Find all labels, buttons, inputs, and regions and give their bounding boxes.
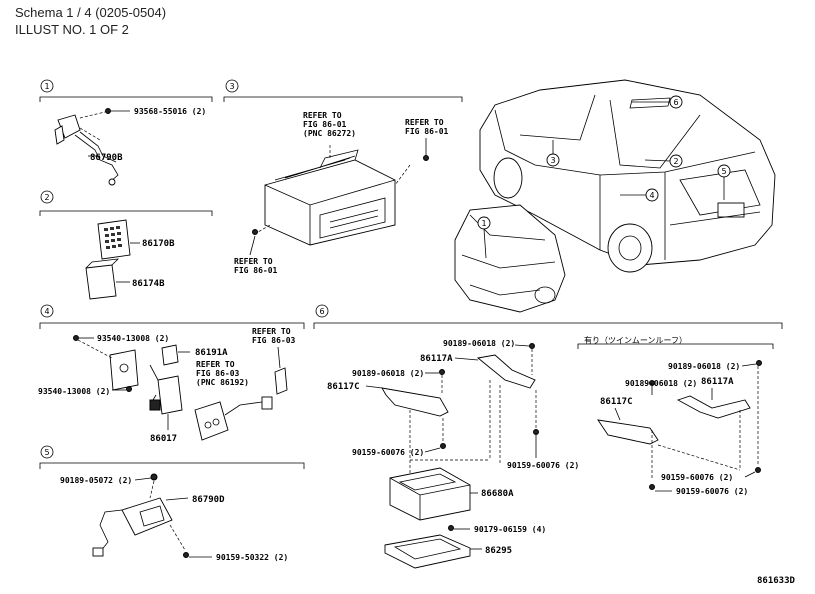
part-86790d-body <box>121 497 173 536</box>
part-label-86170b: 86170B <box>142 239 175 249</box>
svg-text:4: 4 <box>650 191 655 200</box>
part-label-90179-06159: 90179-06159 (4) <box>474 525 546 534</box>
section-2-number: 2 <box>45 193 50 202</box>
vehicle-illustration: 6 3 2 5 4 1 <box>454 79 776 313</box>
part-label-86174b: 86174B <box>132 279 165 289</box>
part-label-90189-05072: 90189-05072 (2) <box>60 476 132 485</box>
part-label-86680a: 86680A <box>481 489 514 499</box>
variant-label-90159-60076-a: 90159-60076 (2) <box>661 473 733 482</box>
variant-label-90189-06018-a: 90189-06018 (2) <box>668 362 740 371</box>
part-label-86117c: 86117C <box>327 382 360 392</box>
svg-text:1: 1 <box>482 219 487 228</box>
refer-right-line-2: FIG 86-01 <box>405 127 449 136</box>
variant-label-86117c: 86117C <box>600 397 633 407</box>
section-1-marker <box>40 79 54 93</box>
part-label-86117a: 86117A <box>420 354 453 364</box>
refer-top-line-3: (PNC 86272) <box>303 129 356 138</box>
section-6-number: 6 <box>320 307 325 316</box>
part-86295-frame <box>384 534 471 569</box>
svg-text:2: 2 <box>674 157 679 166</box>
section-5: 5 90189-05072 (2) 86790D 90159-50322 (2) <box>39 445 305 562</box>
part-86680a-body <box>389 467 471 521</box>
variant-label-86117a: 86117A <box>701 377 734 387</box>
refer-mid-line-2: FIG 86-03 <box>196 369 240 378</box>
refer-mid-line-1: REFER TO <box>196 360 235 369</box>
refer-top-line-1: REFER TO <box>303 111 342 120</box>
part-label-90159-60076-a: 90159-60076 (2) <box>352 448 424 457</box>
svg-text:6: 6 <box>674 98 679 107</box>
refer-bottom-line-2: FIG 86-01 <box>234 266 278 275</box>
part-label-90189-06018-a: 90189-06018 (2) <box>443 339 515 348</box>
section-3-number: 3 <box>230 82 235 91</box>
section-1: 1 93568-55016 (2) 86790B <box>39 79 213 186</box>
part-label-90189-06018-b: 90189-06018 (2) <box>352 369 424 378</box>
part-label-86790b: 86790B <box>90 153 123 163</box>
section-4: 4 86191A 93540-13008 (2) 93540-13008 (2)… <box>38 304 305 444</box>
variant-note: 有り（ツインムーンルーフ） <box>584 335 687 345</box>
variant-label-90159-60076-b: 90159-60076 (2) <box>676 487 748 496</box>
illustration-code: 861633D <box>757 576 796 586</box>
section-1-number: 1 <box>45 82 50 91</box>
bracket-shape <box>109 349 139 391</box>
part-label-93540-13008-a: 93540-13008 (2) <box>97 334 169 343</box>
refer-right-line-1: REFER TO <box>405 118 444 127</box>
wheel-icon <box>493 157 523 199</box>
illustration-number: ILLUST NO. 1 OF 2 <box>15 22 129 37</box>
part-label-90159-60076-b: 90159-60076 (2) <box>507 461 579 470</box>
part-label-86191a: 86191A <box>195 348 228 358</box>
page-title: Schema 1 / 4 (0205-0504) <box>15 5 167 20</box>
svg-text:3: 3 <box>551 156 556 165</box>
refer-bottom-line-1: REFER TO <box>234 257 273 266</box>
screw-icon <box>252 229 258 235</box>
remote-holder-shape <box>85 264 117 300</box>
section-3: 3 REFER TO FIG 86-01 (PNC 86272) REFER T… <box>223 79 463 275</box>
part-label-90159-50322: 90159-50322 (2) <box>216 553 288 562</box>
head-unit-body <box>264 159 396 246</box>
roof-module <box>629 97 671 109</box>
part-label-93568-55016: 93568-55016 (2) <box>134 107 206 116</box>
section-5-number: 5 <box>45 448 50 457</box>
part-label-86017: 86017 <box>150 434 177 444</box>
part-label-86295: 86295 <box>485 546 512 556</box>
part-label-93540-13008-b: 93540-13008 (2) <box>38 387 110 396</box>
refer-right-line-2: FIG 86-03 <box>252 336 296 345</box>
variant-label-90189-06018-b: 90189-06018 (2) <box>625 379 697 388</box>
refer-right-line-1: REFER TO <box>252 327 291 336</box>
section-6: 6 86117C 86117A 90189-06018 (2) 90189-06… <box>313 304 783 569</box>
wheel-icon <box>607 223 653 273</box>
section-4-number: 4 <box>45 307 50 316</box>
bolt-icon <box>105 108 111 114</box>
refer-mid-line-3: (PNC 86192) <box>196 378 249 387</box>
license-plate <box>717 202 745 218</box>
svg-text:5: 5 <box>722 167 727 176</box>
refer-top-line-2: FIG 86-01 <box>303 120 347 129</box>
screw-icon <box>423 155 429 161</box>
section-2: 2 86170B 86174B <box>39 190 213 300</box>
part-label-86790d: 86790D <box>192 495 225 505</box>
